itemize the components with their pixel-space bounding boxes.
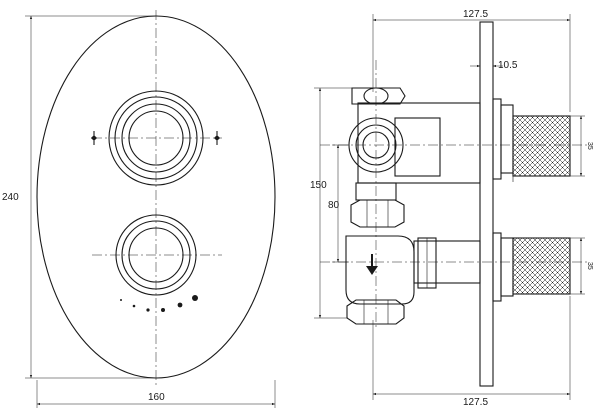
- depth-dimension-top: 127.5: [372, 9, 571, 112]
- depth-top-label: 127.5: [463, 9, 488, 20]
- outlet-spacing-label: 80: [328, 200, 340, 211]
- depth-dimension-bottom: 127.5: [372, 296, 571, 408]
- height-dimension-label: 240: [2, 192, 19, 203]
- cross-mark-right-icon: [214, 131, 220, 145]
- upper-control-handle: [108, 90, 204, 186]
- side-view: 127.5 127.5 10.5 150 80: [310, 9, 593, 408]
- dot-scale-icon: [120, 295, 198, 312]
- depth-bottom-label: 127.5: [463, 397, 488, 408]
- arrow-down-icon: [366, 254, 378, 275]
- plate-thickness-label: 10.5: [498, 60, 518, 71]
- plate-thickness-dimension: 10.5: [470, 40, 518, 71]
- knob-diameter-lower-label: 35: [586, 262, 593, 270]
- upper-valve-body: [348, 87, 481, 201]
- body-height-label: 150: [310, 180, 327, 191]
- knob-diameter-upper-dimension: 35: [570, 115, 593, 177]
- height-dimension: 240: [2, 15, 158, 379]
- front-view: 160 240: [2, 10, 276, 408]
- mounting-plate: [479, 21, 494, 387]
- upper-knurled-knob: [512, 110, 571, 182]
- body-height-dimension: 150: [310, 87, 352, 319]
- outlet-spacing-dimension: 80: [328, 144, 349, 263]
- width-dimension-label: 160: [148, 392, 165, 403]
- cross-mark-left-icon: [91, 131, 97, 145]
- lower-valve-body: [345, 235, 481, 305]
- lower-knurled-knob: [512, 237, 571, 295]
- hex-nut-lower: [346, 299, 405, 325]
- width-dimension: 160: [36, 380, 276, 408]
- knob-diameter-upper-label: 35: [586, 142, 593, 150]
- lower-control-handle: [115, 214, 197, 296]
- knob-diameter-lower-dimension: 35: [570, 237, 593, 295]
- hex-nut-upper: [350, 199, 405, 228]
